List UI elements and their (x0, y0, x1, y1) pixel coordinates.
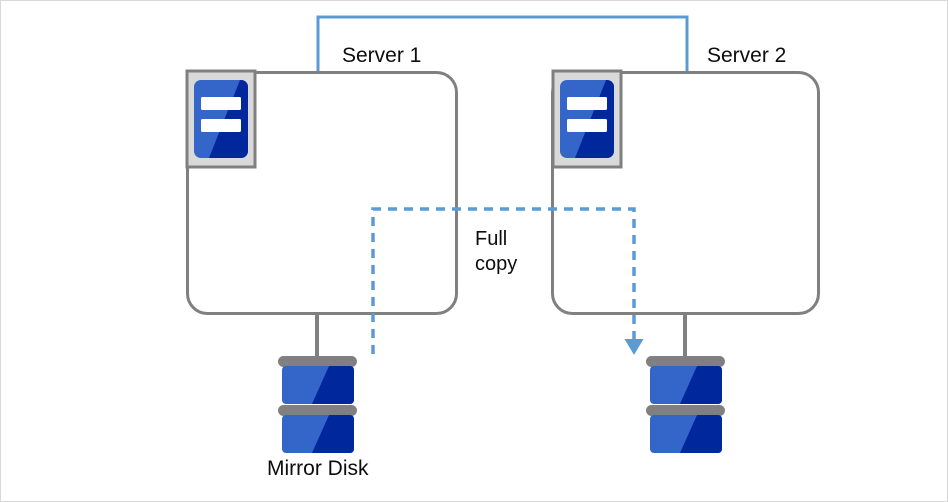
disk-stack-icon (646, 356, 725, 453)
server-2-label: Server 2 (707, 44, 787, 67)
full-copy-line-2: copy (475, 253, 518, 275)
connector-full-copy-flow (371, 207, 644, 355)
disk-stack-icon (278, 356, 357, 453)
full-copy-line-1: Full (475, 228, 508, 250)
full-copy-label: Full copy (475, 227, 517, 277)
server-icon (551, 69, 623, 169)
server-1-label: Server 1 (342, 44, 422, 67)
mirror-disk-label: Mirror Disk (267, 457, 369, 480)
server-icon (185, 69, 257, 169)
connector-interconnect-link (316, 15, 689, 71)
